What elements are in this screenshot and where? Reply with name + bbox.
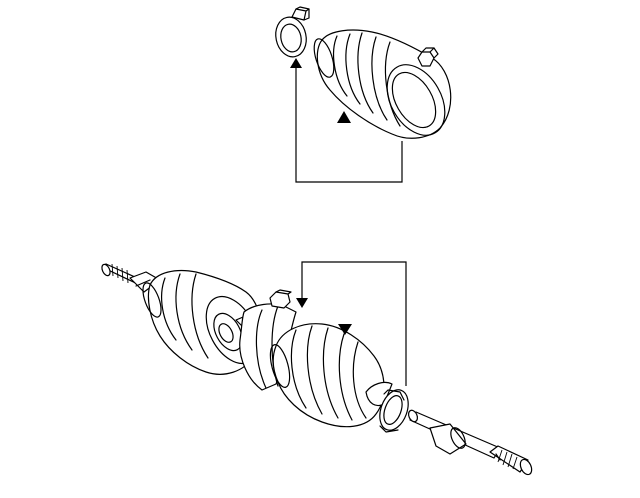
- outer-cv-boot[interactable]: [139, 269, 268, 375]
- right-splined-shaft[interactable]: [407, 409, 534, 476]
- lower-leader-line: [301, 261, 407, 386]
- lower-clamp-ring[interactable]: [375, 386, 414, 434]
- lower-boot-marker: [338, 324, 352, 335]
- inner-cv-boot[interactable]: [267, 323, 393, 428]
- intermediate-shaft-section[interactable]: [235, 289, 297, 391]
- upper-clamp-marker: [290, 58, 302, 68]
- upper-clamp-ring[interactable]: [272, 6, 310, 60]
- left-splined-shaft[interactable]: [100, 263, 161, 293]
- upper-leader-line: [295, 64, 403, 183]
- upper-boot-kit-group: [272, 6, 456, 183]
- lower-leader-marker: [296, 298, 308, 308]
- upper-boot[interactable]: [310, 29, 456, 145]
- upper-boot-marker: [337, 111, 351, 123]
- lower-axle-group: [100, 261, 534, 476]
